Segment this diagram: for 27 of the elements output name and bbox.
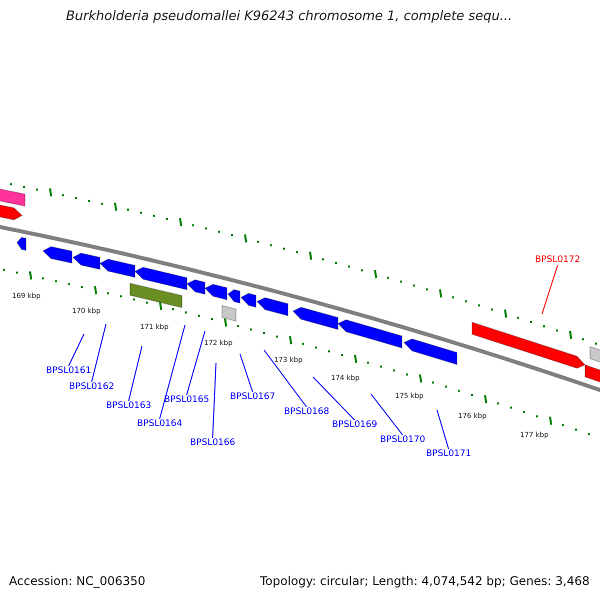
gene-name-label: BPSL0166 bbox=[190, 438, 236, 448]
info-text: Accession: NC_006350 bbox=[9, 575, 146, 589]
gene-name-label: BPSL0170 bbox=[380, 435, 426, 446]
leader-line bbox=[91, 324, 106, 382]
leader-line bbox=[240, 354, 254, 392]
leader-line bbox=[264, 350, 308, 408]
gene-name-label: BPSL0168 bbox=[284, 407, 330, 418]
gene-name-label: BPSL0172 bbox=[535, 255, 580, 266]
gene-name-label: BPSL0161 bbox=[46, 366, 92, 376]
leader-line bbox=[542, 264, 558, 314]
gene-name-label: BPSL0162 bbox=[69, 382, 114, 392]
gene-name-label: BPSL0167 bbox=[230, 392, 276, 402]
gene-name-label: BPSL0171 bbox=[426, 449, 472, 460]
gene-name-label: BPSL0165 bbox=[164, 395, 210, 406]
leader-line bbox=[212, 362, 216, 438]
leader-line bbox=[186, 330, 206, 396]
title: Burkholderia pseudomallei K96243 chromosome 1, complete sequ... bbox=[66, 10, 512, 25]
gene-name-label: BPSL0169 bbox=[332, 420, 378, 430]
leader-line bbox=[436, 410, 450, 450]
leader-line bbox=[159, 324, 186, 420]
leader-line bbox=[370, 394, 404, 436]
leader-line bbox=[312, 376, 356, 420]
gene-name-label: BPSL0164 bbox=[137, 419, 182, 430]
gene-name-label: BPSL0163 bbox=[106, 401, 152, 412]
info-text: Topology: circular; Length: 4,074,542 bp; Genes: 3,468 bbox=[260, 575, 590, 589]
leader-line bbox=[128, 346, 142, 402]
leader-line bbox=[68, 334, 84, 366]
